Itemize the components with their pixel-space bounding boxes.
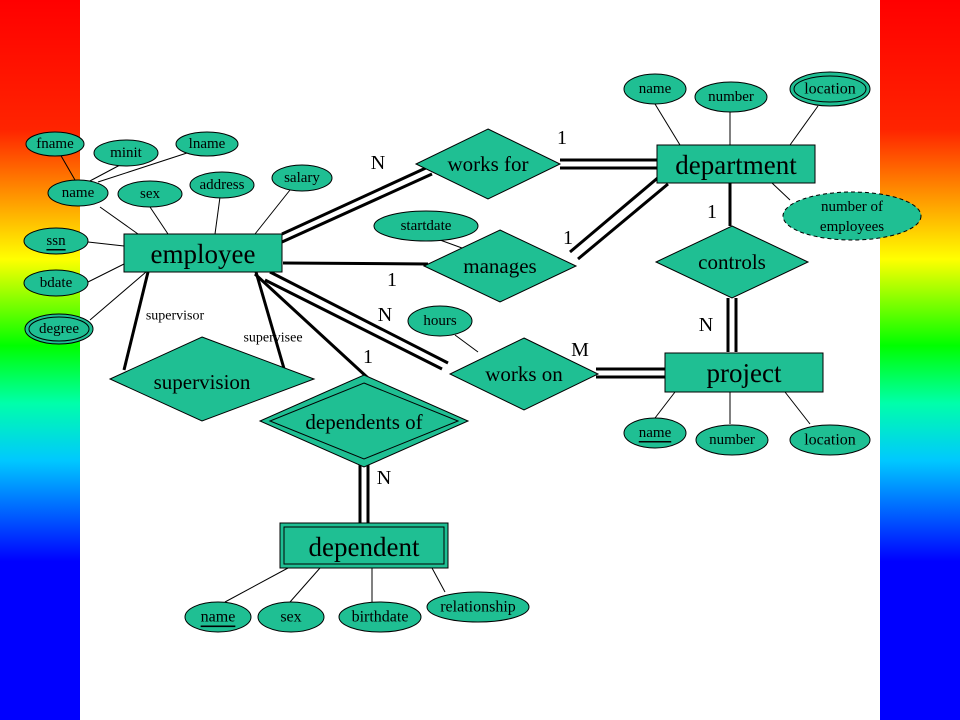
- cardinality-manages-employee: 1: [387, 269, 397, 291]
- relationship-works-for: works for: [414, 128, 562, 200]
- cardinality-works-on-employee: N: [378, 304, 392, 326]
- attribute-ssn: ssn: [23, 227, 89, 255]
- cardinality-dependents-of-dependent: N: [377, 467, 391, 489]
- relationship-manages: manages: [422, 229, 578, 303]
- relationship-controls-label: controls: [698, 250, 766, 274]
- attribute-startdate-label: startdate: [401, 218, 452, 234]
- attribute-proj-name-label: name: [639, 425, 672, 441]
- attribute-dept-number-label: number: [708, 89, 754, 105]
- entity-employee-label: employee: [151, 239, 256, 269]
- role-label-supervisee: supervisee: [243, 331, 302, 346]
- entity-project: project: [664, 352, 824, 393]
- attribute-proj-location: location: [789, 424, 871, 456]
- attribute-emp-name-label: name: [62, 185, 95, 201]
- relationship-works-on-label: works on: [485, 362, 563, 386]
- attribute-degree: degree: [24, 313, 94, 345]
- attribute-lname: lname: [175, 131, 239, 157]
- attribute-dep-relationship-label: relationship: [440, 599, 516, 616]
- attribute-proj-name: name: [623, 417, 687, 449]
- attribute-emp-name: name: [47, 179, 109, 207]
- attribute-dep-birthdate-label: birthdate: [352, 609, 409, 626]
- attribute-salary-label: salary: [284, 170, 320, 186]
- attribute-dep-name-label: name: [201, 609, 236, 626]
- attribute-dep-name: name: [184, 601, 252, 633]
- attribute-startdate: startdate: [373, 210, 479, 242]
- cardinality-controls-project: N: [699, 314, 713, 336]
- attribute-dept-location-label: location: [804, 81, 856, 98]
- relationship-works-for-label: works for: [447, 152, 528, 176]
- relationship-works-on: works on: [448, 337, 600, 411]
- attribute-address-label: address: [200, 177, 245, 193]
- left-gradient-bar: [0, 0, 80, 720]
- attribute-dept-number: number: [694, 81, 768, 113]
- attribute-proj-number: number: [695, 424, 769, 456]
- attribute-dep-relationship: relationship: [426, 591, 530, 623]
- attribute-ssn-label: ssn: [46, 233, 66, 249]
- attribute-address: address: [189, 171, 255, 199]
- attribute-salary: salary: [271, 164, 333, 192]
- entity-dependent-label: dependent: [309, 532, 420, 562]
- cardinality-works-for-department: 1: [557, 127, 567, 149]
- attribute-emp-sex-label: sex: [140, 186, 160, 202]
- connector-lines: [59, 103, 819, 603]
- entity-department-label: department: [675, 150, 797, 180]
- attribute-dept-name-label: name: [639, 81, 672, 97]
- attribute-proj-number-label: number: [709, 432, 755, 448]
- attribute-lname-label: lname: [189, 136, 226, 152]
- cardinality-manages-department: 1: [563, 227, 573, 249]
- attribute-bdate-label: bdate: [40, 275, 73, 291]
- cardinality-dependents-of-employee: 1: [363, 346, 373, 368]
- attribute-emp-sex: sex: [117, 180, 183, 208]
- attribute-minit: minit: [93, 139, 159, 167]
- attribute-proj-location-label: location: [804, 432, 856, 449]
- entity-project-label: project: [707, 358, 782, 388]
- attribute-minit-label: minit: [110, 145, 143, 161]
- attribute-dep-birthdate: birthdate: [338, 601, 422, 633]
- attribute-fname: fname: [25, 131, 85, 157]
- attribute-dep-sex-label: sex: [280, 609, 301, 626]
- attribute-number-of-employees-line1: number of: [821, 199, 883, 215]
- relationship-dependents-of: dependents of: [258, 374, 470, 468]
- attribute-hours: hours: [407, 305, 473, 337]
- attribute-degree-label: degree: [39, 321, 79, 337]
- attribute-number-of-employees-line2: employees: [820, 219, 884, 235]
- attribute-dept-name: name: [623, 73, 687, 105]
- attribute-dept-location: location: [789, 71, 871, 107]
- cardinality-works-for-employee: N: [371, 152, 385, 174]
- entity-department: department: [656, 144, 816, 184]
- attribute-bdate: bdate: [23, 269, 89, 297]
- entity-dependent: dependent: [279, 522, 449, 569]
- relationship-supervision-label: supervision: [154, 370, 251, 394]
- relationship-controls: controls: [654, 225, 810, 299]
- entity-employee: employee: [123, 233, 283, 273]
- attribute-dep-sex: sex: [257, 601, 325, 633]
- relationship-supervision: supervision: [108, 336, 316, 422]
- cardinality-works-on-project: M: [571, 339, 589, 361]
- relationship-manages-label: manages: [463, 254, 536, 278]
- right-gradient-bar: [880, 0, 960, 720]
- role-label-supervisor: supervisor: [146, 309, 205, 324]
- attribute-fname-label: fname: [36, 136, 74, 152]
- relationship-dependents-of-label: dependents of: [305, 410, 422, 434]
- attribute-number-of-employees: number of employees: [782, 191, 922, 241]
- attribute-hours-label: hours: [423, 313, 456, 329]
- cardinality-controls-department: 1: [707, 201, 717, 223]
